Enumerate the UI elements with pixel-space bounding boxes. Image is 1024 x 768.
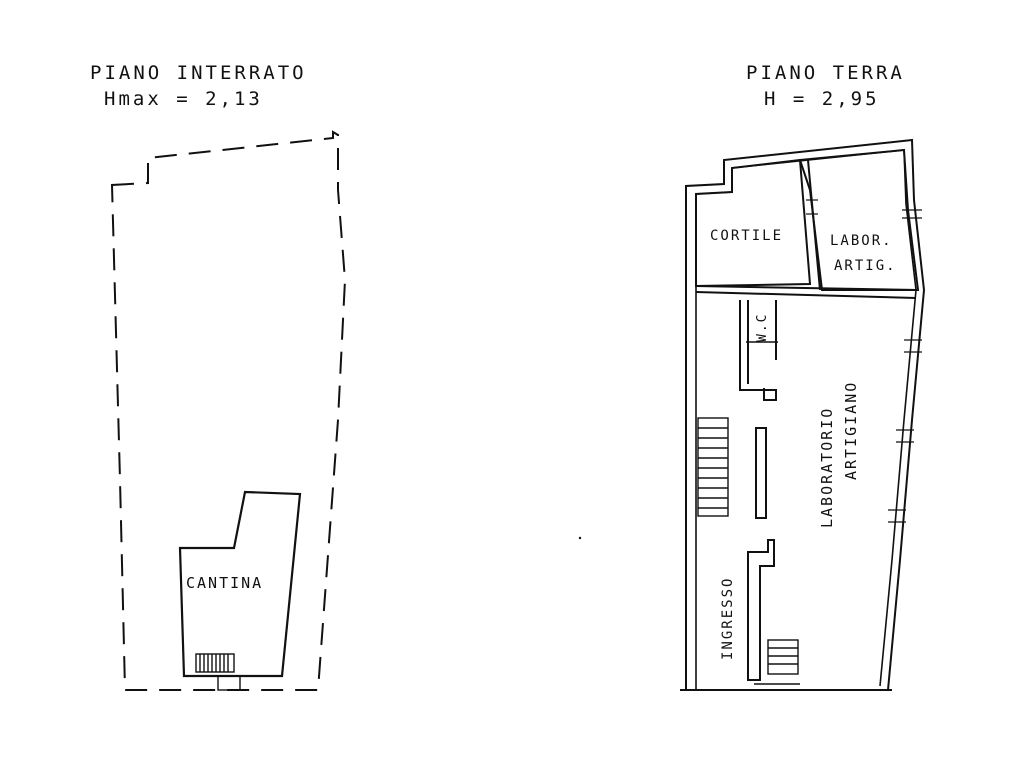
ground-floor-height-label: H = 2,95	[764, 88, 880, 110]
cortile-label: CORTILE	[710, 228, 783, 244]
cantina-room-outline	[178, 490, 302, 678]
window-marks	[806, 199, 922, 523]
laboratorio-label-line2: ARTIGIANO	[842, 381, 860, 480]
mid-wall	[695, 285, 919, 299]
cantina-label: CANTINA	[186, 574, 263, 592]
ingresso-stairs	[697, 417, 729, 517]
cortile-outline	[695, 158, 812, 288]
stray-mark	[578, 536, 582, 540]
basement-property-outline	[110, 130, 347, 691]
ground-floor-plan	[680, 138, 926, 691]
basement-height-label: Hmax = 2,13	[104, 88, 263, 110]
laboratorio-label-line1: LABORATORIO	[818, 407, 836, 528]
bottom-stairs	[754, 639, 800, 685]
partition-lower	[747, 539, 775, 681]
partition-upper	[755, 427, 767, 519]
wc-label: W.C	[755, 313, 770, 342]
ingresso-label: INGRESSO	[720, 577, 736, 660]
basement-plan	[110, 130, 347, 691]
small-workshop-label-line2: ARTIG.	[834, 258, 897, 274]
ground-outer-wall-outer	[685, 138, 926, 691]
partition-wall	[807, 159, 821, 291]
basement-title: PIANO INTERRATO	[90, 62, 307, 84]
ground-floor-title: PIANO TERRA	[746, 62, 905, 84]
small-workshop-label-line1: LABOR.	[830, 233, 893, 249]
cantina-stairs	[195, 653, 241, 691]
